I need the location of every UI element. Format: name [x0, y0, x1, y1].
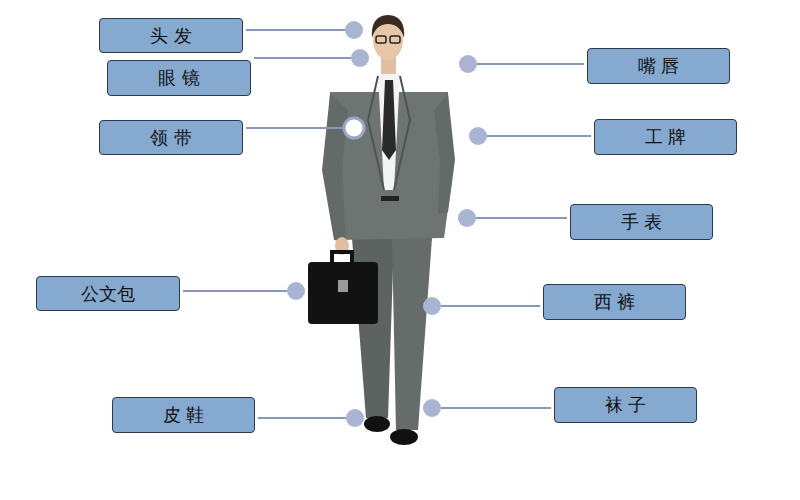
label-text: 嘴 唇	[638, 55, 680, 77]
callout-dot	[345, 21, 363, 39]
label-box: 嘴 唇	[587, 48, 730, 84]
tie	[382, 80, 396, 160]
callout-dot	[344, 118, 364, 138]
leader-line	[254, 57, 351, 59]
briefcase-handle	[332, 252, 352, 262]
briefcase	[308, 262, 378, 324]
label-box: 公文包	[36, 276, 180, 311]
leader-line	[441, 407, 551, 409]
callout-dot	[423, 297, 441, 315]
callout-dot	[287, 282, 305, 300]
callout-dot	[458, 209, 476, 227]
leader-line	[183, 290, 287, 292]
label-text: 工 牌	[645, 126, 687, 148]
label-text: 皮 鞋	[163, 404, 205, 426]
label-text: 领 带	[150, 127, 192, 149]
leader-line	[477, 63, 584, 65]
callout-dot	[459, 55, 477, 73]
glasses	[390, 36, 400, 43]
callout-dot	[423, 399, 441, 417]
label-text: 手 表	[621, 211, 663, 233]
lapel	[394, 76, 410, 190]
callout-dot	[469, 127, 487, 145]
trouser-leg	[392, 238, 432, 430]
callout-dot	[351, 49, 369, 67]
leader-line	[487, 135, 591, 137]
callout-dot	[346, 409, 364, 427]
label-text: 西 裤	[594, 291, 636, 313]
label-text: 袜 子	[605, 394, 647, 416]
label-box: 皮 鞋	[112, 397, 255, 433]
leader-line	[246, 127, 343, 129]
leader-line	[246, 29, 345, 31]
hair	[372, 15, 404, 38]
leader-line	[476, 217, 567, 219]
jacket-sleeve	[322, 94, 348, 242]
label-box: 西 裤	[543, 284, 686, 320]
man-figure	[308, 15, 455, 445]
shirt	[378, 74, 400, 190]
shoe	[390, 429, 418, 445]
jacket-sleeve	[434, 94, 455, 214]
briefcase-clasp	[338, 280, 348, 292]
label-box: 工 牌	[594, 119, 737, 155]
label-text: 公文包	[81, 283, 135, 305]
label-box: 手 表	[570, 204, 713, 240]
lapel	[368, 76, 384, 190]
label-box: 袜 子	[554, 387, 697, 423]
leader-line	[258, 417, 346, 419]
label-box: 领 带	[99, 120, 243, 155]
shoe	[364, 416, 390, 432]
belt	[381, 196, 399, 201]
glasses	[376, 36, 386, 43]
callout-dots	[287, 21, 487, 427]
label-text: 头 发	[150, 25, 192, 47]
label-box: 头 发	[99, 18, 243, 53]
label-box: 眼 镜	[107, 60, 251, 96]
label-text: 眼 镜	[158, 67, 200, 89]
leader-line	[441, 305, 540, 307]
